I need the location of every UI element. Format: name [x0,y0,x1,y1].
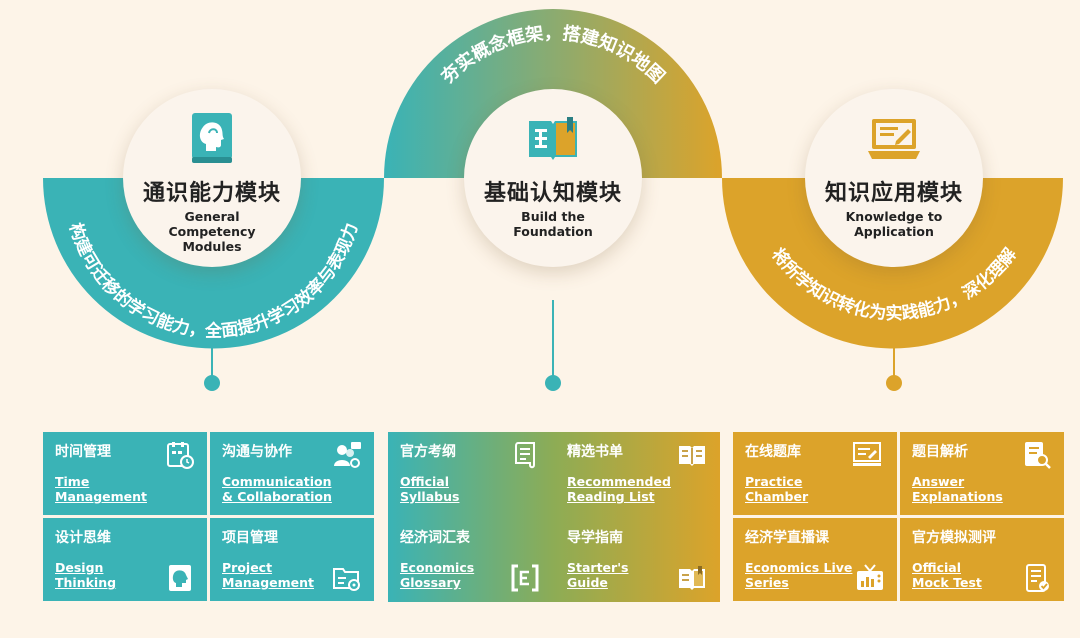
scroll-icon [515,442,535,469]
head-book-icon [192,113,232,163]
tile-title: 时间管理 [55,444,111,460]
open-book-icon [679,446,705,466]
tile-title: 在线题库 [745,444,801,460]
guide-book-icon [679,566,705,590]
module-circle-application: 知识应用模块 Knowledge to Application [805,89,983,267]
tile-title: 沟通与协作 [222,444,292,460]
tile-title: 官方考纲 [400,444,456,460]
people-chat-icon [334,442,361,468]
connector-dot-center [545,375,561,391]
tile-link[interactable]: Communication& Collaboration [222,474,332,504]
laptop-icon [868,119,920,159]
tile-title: 导学指南 [567,530,623,546]
doc-search-icon [1025,442,1051,469]
module-title-zh: 知识应用模块 [824,181,963,206]
module-title-en: Knowledge to Application [845,209,943,239]
tile-title: 经济词汇表 [400,530,470,546]
tile-title: 经济学直播课 [745,530,829,546]
connector-dot-right [886,375,902,391]
module-title-zh: 通识能力模块 [142,181,281,206]
tv-icon [857,564,883,590]
test-sheet-icon [1026,564,1049,592]
head-profile-icon [169,565,191,591]
module-title-en: General Competency Modules [168,209,256,254]
monitor-icon [853,442,881,466]
open-book-icon [529,117,577,160]
module-title-zh: 基础认知模块 [483,181,622,206]
module-title-en: Build the Foundation [513,209,593,239]
module-circle-general: 通识能力模块 General Competency Modules [123,89,301,267]
bracket-e-icon [511,564,539,592]
connector-dot-left [204,375,220,391]
tile-communication[interactable]: 沟通与协作 Communication& Collaboration [210,432,374,515]
tile-title: 设计思维 [55,530,111,546]
tile-title: 精选书单 [567,444,623,460]
tile-title: 项目管理 [222,530,278,546]
tile-title: 题目解析 [912,444,968,460]
module-circle-foundation: 基础认知模块 Build the Foundation [464,89,642,267]
folder-gear-icon [333,568,360,591]
tile-title: 官方模拟测评 [912,530,996,546]
calendar-clock-icon [167,442,194,469]
